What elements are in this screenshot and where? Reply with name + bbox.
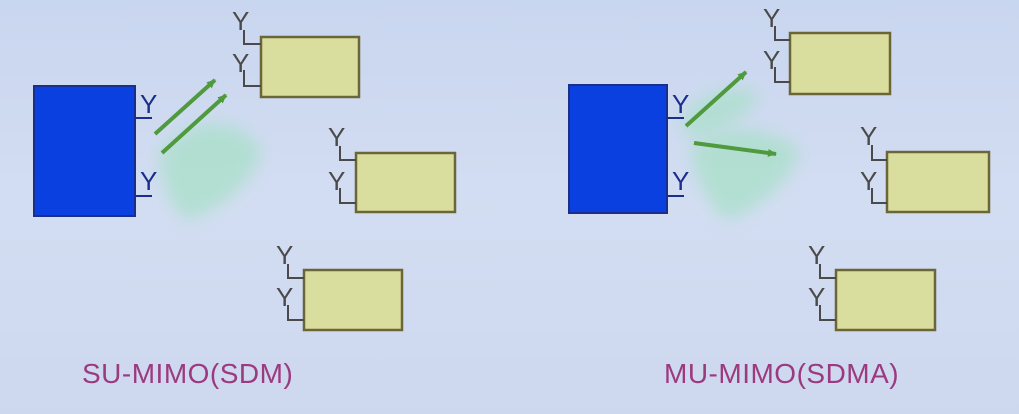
- su-mimo-caption: SU-MIMO(SDM): [82, 358, 294, 389]
- mu-terminal-1-antenna-1: Y: [763, 3, 780, 33]
- su-base-antenna-2-glyph: Y: [140, 166, 157, 196]
- su-stream-arrow-2: [160, 93, 228, 155]
- su-base-station: [33, 85, 136, 217]
- mu-stream-arrow-2: [693, 141, 777, 157]
- mu-terminal-3-antenna-1: Y: [808, 240, 825, 270]
- su-terminal-3: Y Y: [276, 240, 404, 332]
- mu-stream-arrow-1: [684, 70, 748, 128]
- su-base-antenna-1: Y: [135, 89, 157, 119]
- mu-terminal-3-antenna-2: Y: [808, 282, 825, 312]
- su-stream-arrow-1: [153, 78, 217, 136]
- mu-terminal-2: Y Y: [860, 121, 991, 214]
- mu-base-antenna-2-glyph: Y: [672, 166, 689, 196]
- mu-mimo-diagram: Y Y Y Y Y Y: [568, 3, 991, 332]
- mu-beam-1: [680, 88, 760, 140]
- su-base-antenna-1-glyph: Y: [140, 89, 157, 119]
- mu-mimo-caption: MU-MIMO(SDMA): [664, 358, 900, 389]
- su-terminal-3-antenna-2: Y: [276, 282, 293, 312]
- mu-terminal-2-antenna-1: Y: [860, 121, 877, 151]
- su-terminal-1-antenna-2: Y: [232, 48, 249, 78]
- mu-base-station: [568, 84, 668, 214]
- mu-base-antenna-1-glyph: Y: [672, 89, 689, 119]
- su-terminal-3-antenna-1: Y: [276, 240, 293, 270]
- mu-base-antenna-1: Y: [667, 89, 689, 119]
- su-terminal-1-antenna-1: Y: [232, 6, 249, 36]
- su-terminal-1: Y Y: [232, 6, 361, 99]
- su-terminal-2-antenna-2: Y: [328, 166, 345, 196]
- mu-terminal-2-antenna-2: Y: [860, 166, 877, 196]
- su-mimo-diagram: Y Y Y Y Y Y: [33, 6, 457, 332]
- mu-base-antenna-2: Y: [667, 166, 689, 197]
- su-beam: [160, 123, 262, 220]
- su-terminal-2: Y Y: [328, 122, 457, 214]
- su-terminal-2-antenna-1: Y: [328, 122, 345, 152]
- mu-terminal-1: Y Y: [763, 3, 892, 96]
- mu-terminal-3: Y Y: [808, 240, 937, 332]
- mu-terminal-1-antenna-2: Y: [763, 45, 780, 75]
- su-base-antenna-2: Y: [135, 166, 157, 197]
